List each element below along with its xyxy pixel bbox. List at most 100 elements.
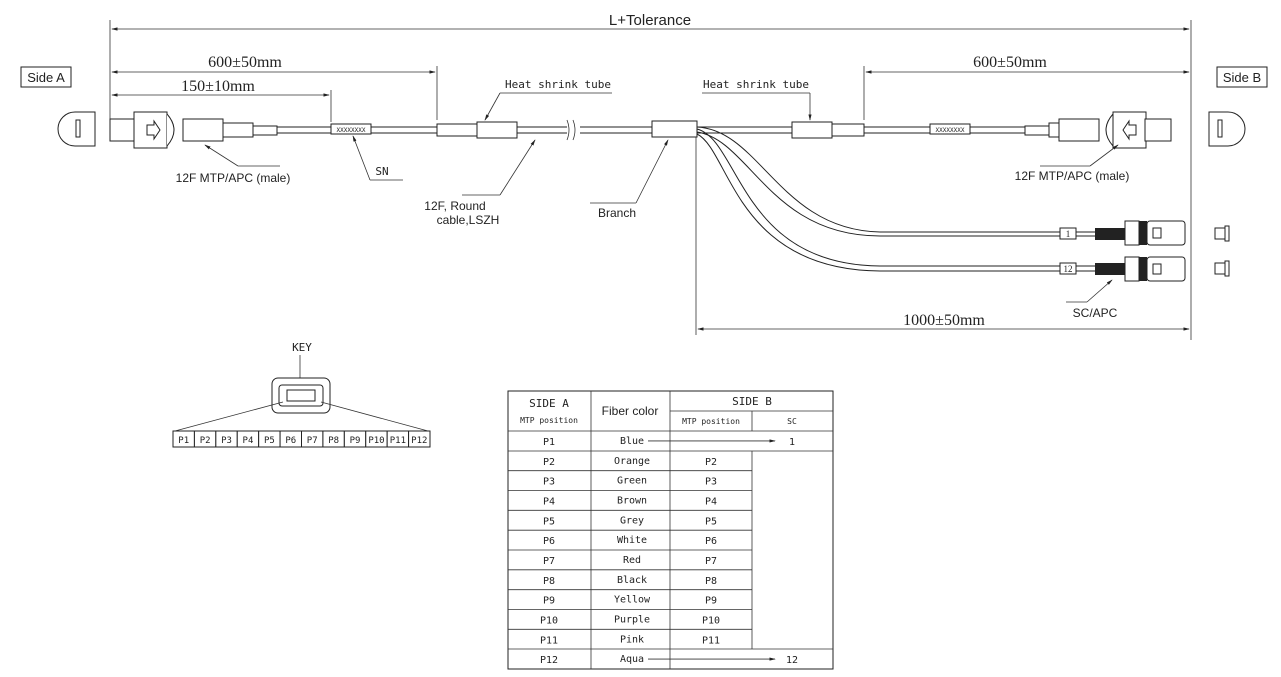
svg-text:P4: P4	[243, 436, 254, 446]
dimension-1000: 1000±50mm	[695, 130, 1190, 335]
header-side-a: SIDE A	[529, 397, 569, 410]
svg-text:P8: P8	[328, 436, 339, 446]
fiber-color: Blue	[620, 436, 644, 447]
svg-text:12F MTP/APC (male): 12F MTP/APC (male)	[1015, 169, 1130, 183]
key-position-10: P10	[365, 430, 388, 448]
side-a-position: P4	[543, 496, 555, 507]
key-position-12: P12	[408, 430, 431, 448]
header-side-a-sub: MTP position	[520, 416, 578, 425]
callout-heat-shrink-b: Heat shrink tube	[702, 78, 812, 121]
callout-cable: 12F, Round cable,LSZH	[424, 139, 536, 227]
svg-text:SC/APC: SC/APC	[1073, 306, 1118, 320]
svg-text:L+Tolerance: L+Tolerance	[609, 12, 691, 29]
cable-main	[277, 119, 1025, 141]
fiber-color: Orange	[614, 456, 650, 467]
dimension-b-600: 600±50mm	[863, 54, 1190, 120]
key-position-2: P2	[193, 430, 217, 448]
svg-text:12: 12	[1064, 264, 1073, 274]
svg-text:P5: P5	[264, 436, 275, 446]
fanout-legs	[696, 126, 1060, 272]
svg-text:P9: P9	[350, 436, 361, 446]
callout-sc-apc: SC/APC	[1066, 279, 1118, 320]
fiber-mapping-table: SIDE A MTP position Fiber color SIDE B M…	[507, 390, 834, 670]
side-b-mtp-position: P6	[705, 536, 717, 547]
serial-label-b: XXXXXXXX	[929, 123, 971, 135]
callout-branch: Branch	[590, 139, 669, 220]
side-b-mtp-position: P5	[705, 516, 717, 527]
side-a-position: P2	[543, 457, 555, 468]
fiber-color: Yellow	[614, 595, 651, 606]
svg-text:P7: P7	[307, 436, 318, 446]
fiber-color: Brown	[617, 495, 647, 506]
key-position-11: P11	[386, 430, 410, 448]
table-row: P9 Yellow P9	[508, 589, 752, 607]
svg-text:150±10mm: 150±10mm	[181, 78, 255, 95]
header-side-b: SIDE B	[732, 395, 772, 408]
callout-sn: SN	[352, 135, 403, 181]
table-row: P10 Purple P10	[508, 609, 752, 626]
side-a-position: P11	[540, 635, 558, 646]
svg-text:Side A: Side A	[27, 70, 65, 85]
side-b-mtp-position: P8	[705, 576, 717, 587]
side-b-mtp-position: P11	[702, 635, 720, 646]
fiber-color: Purple	[614, 614, 650, 625]
callout-heat-shrink-a: Heat shrink tube	[484, 78, 612, 121]
side-a-position: P10	[540, 615, 558, 626]
side-b-mtp-position: P10	[702, 615, 720, 626]
svg-text:600±50mm: 600±50mm	[973, 54, 1047, 71]
side-a-position: P12	[540, 655, 558, 666]
key-position-9: P9	[343, 430, 367, 448]
side-a-position: P9	[543, 596, 555, 607]
svg-text:XXXXXXXX: XXXXXXXX	[337, 127, 366, 134]
leg-12-sc-connector: 12	[1059, 256, 1230, 282]
header-side-b-mtp: MTP position	[682, 417, 740, 426]
key-position-6: P6	[279, 430, 303, 448]
side-a-position: P5	[543, 516, 555, 527]
key-position-1: P1	[172, 430, 195, 448]
table-row: P11 Pink P11	[508, 628, 752, 646]
fiber-color: Pink	[620, 634, 644, 645]
dimension-total: L+Tolerance	[109, 12, 1192, 340]
svg-text:P3: P3	[221, 436, 232, 446]
dimension-a-600: 600±50mm	[111, 54, 438, 120]
key-position-3: P3	[215, 430, 238, 448]
header-fiber-color: Fiber color	[602, 404, 659, 418]
side-a-position: P1	[543, 437, 555, 448]
svg-text:600±50mm: 600±50mm	[208, 54, 282, 71]
side-b-label: Side B	[1216, 66, 1268, 88]
branch-boot	[651, 120, 698, 138]
svg-text:P2: P2	[200, 436, 211, 446]
table-row: P2 Orange P2	[543, 456, 717, 468]
side-a-position: P8	[543, 576, 555, 587]
side-b-mtp-position: P9	[705, 596, 717, 607]
side-a-position: P7	[543, 556, 555, 567]
svg-text:P1: P1	[178, 436, 189, 446]
mtp-connector-a	[109, 111, 278, 149]
heat-shrink-tube-b	[791, 121, 865, 139]
side-b-mtp-position: P2	[705, 457, 717, 468]
svg-text:1000±50mm: 1000±50mm	[903, 312, 985, 329]
svg-text:12F, Round: 12F, Round	[424, 199, 485, 213]
svg-text:Branch: Branch	[598, 206, 636, 220]
dimension-a-150: 150±10mm	[111, 78, 332, 122]
side-a-position: P3	[543, 477, 555, 488]
svg-text:1: 1	[1066, 229, 1071, 239]
fiber-color: Grey	[620, 515, 644, 526]
mtp-connector-b	[1024, 111, 1172, 149]
leg-1-sc-connector: 1	[1059, 220, 1230, 246]
svg-text:12F MTP/APC (male): 12F MTP/APC (male)	[176, 171, 291, 185]
svg-text:SN: SN	[375, 165, 388, 178]
key-position-4: P4	[236, 430, 260, 448]
table-row: P5 Grey P5	[508, 509, 752, 527]
fiber-color: Aqua	[620, 654, 644, 665]
fiber-color: White	[617, 535, 647, 546]
side-b-mtp-position: P3	[705, 477, 717, 488]
